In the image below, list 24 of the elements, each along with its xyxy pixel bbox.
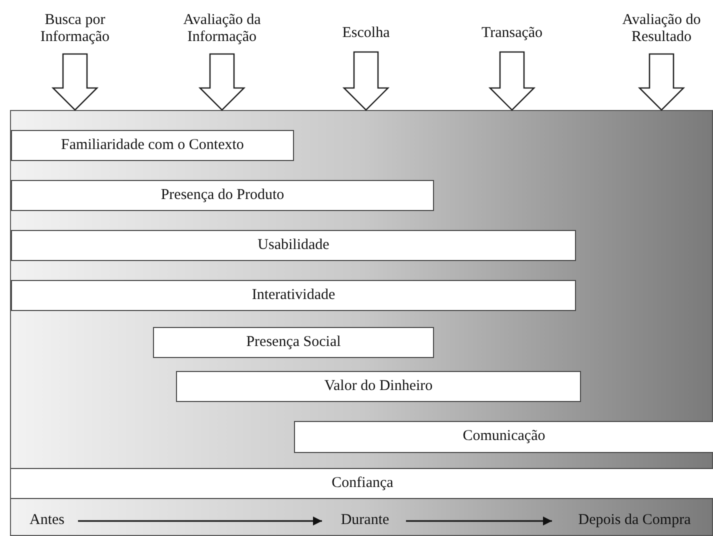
stage-label: Avaliação da Informação [162, 8, 282, 50]
block-arrow [638, 53, 686, 111]
stage-label: Busca por Informação [20, 8, 130, 50]
stage-label: Durante [327, 507, 403, 535]
factor-bar: Usabilidade [11, 230, 576, 261]
stage-label: Escolha [316, 20, 416, 48]
factor-bar: Valor do Dinheiro [176, 371, 581, 402]
factor-bar: Comunicação [294, 421, 713, 453]
factor-bar: Interatividade [11, 280, 576, 311]
stage-label: Transação [462, 20, 562, 48]
gradient-panel [10, 110, 713, 536]
block-arrow [51, 53, 99, 111]
stage-label: Depois da Compra [557, 507, 712, 535]
arrow [406, 516, 552, 526]
factor-bar: Familiaridade com o Contexto [11, 130, 294, 161]
factor-bar: Presença Social [153, 327, 434, 358]
block-arrow [342, 51, 390, 111]
block-arrow [198, 53, 246, 111]
factor-bar: Presença do Produto [11, 180, 434, 211]
arrow [78, 516, 322, 526]
block-arrow [488, 51, 536, 111]
stage-label: Avaliação do Resultado [610, 8, 713, 50]
trust-band: Confiança [11, 468, 713, 499]
stage-label: Antes [19, 507, 75, 535]
